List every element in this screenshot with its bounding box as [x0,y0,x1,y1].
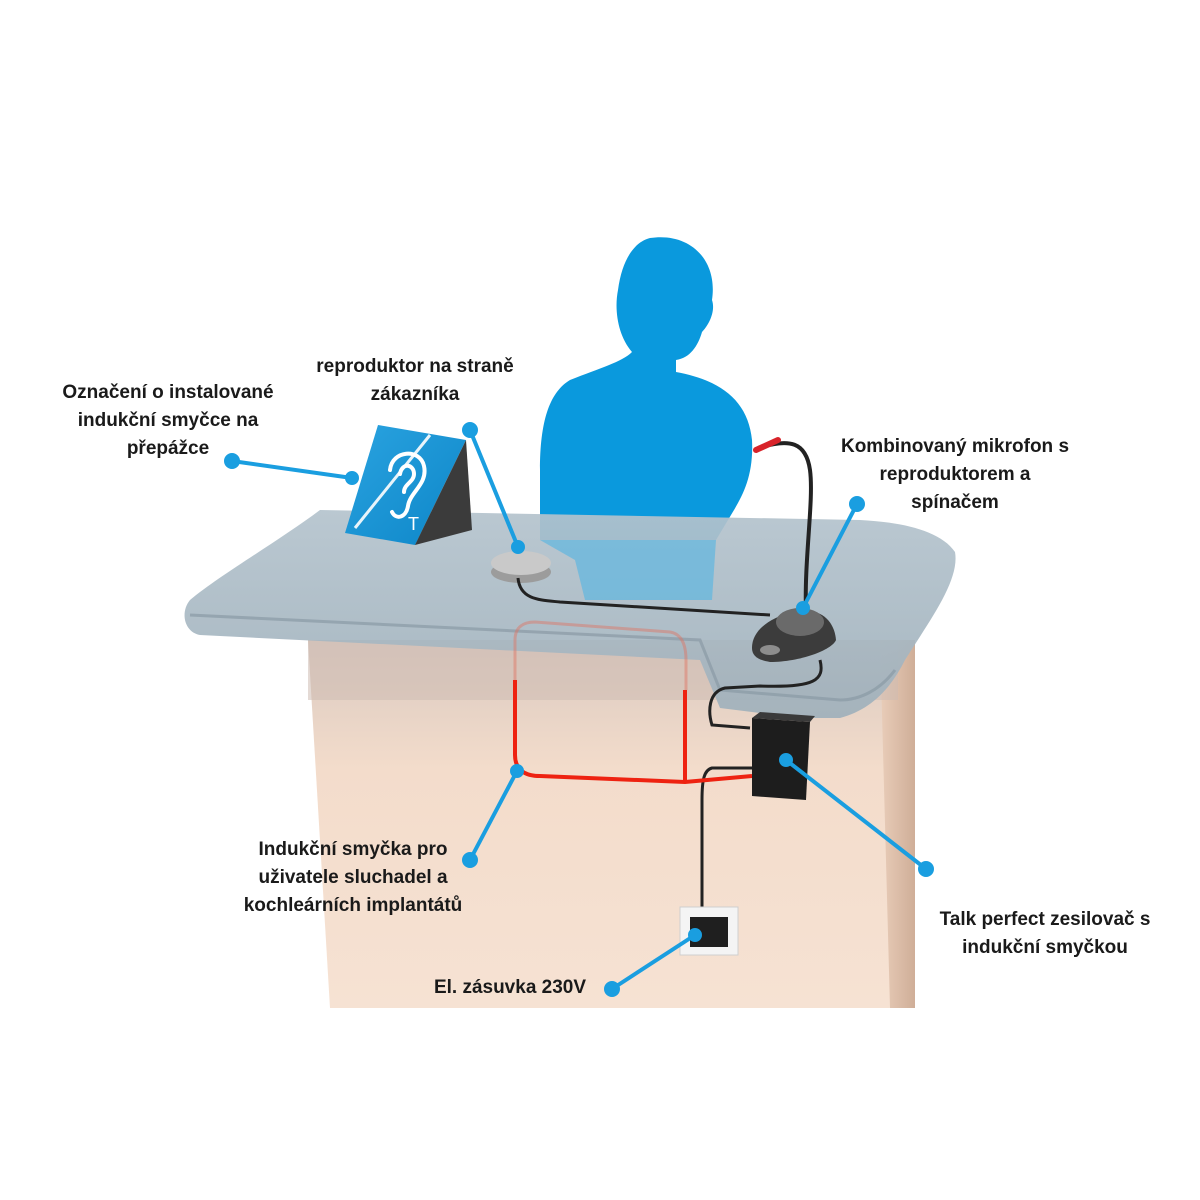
label-hearing-loop-sign: Označení o instalované indukční smyčce n… [40,379,296,463]
label-line: Kombinovaný mikrofon s [810,433,1100,461]
wall-socket [680,907,738,955]
label-line: spínačem [810,489,1100,517]
label-line: reproduktor na straně [290,353,540,381]
sign-t-letter: T [408,514,419,534]
label-line: Označení o instalované [40,379,296,407]
label-socket: El. zásuvka 230V [410,974,610,1002]
label-line: přepážce [40,435,296,463]
label-line: reproduktorem a [810,461,1100,489]
label-line: Indukční smyčka pro [213,836,493,864]
label-induction-loop: Indukční smyčka pro uživatele sluchadel … [213,836,493,920]
label-customer-speaker: reproduktor na straně zákazníka [290,353,540,409]
hearing-loop-sign: T [345,425,472,545]
label-line: kochleárních implantátů [213,892,493,920]
label-microphone: Kombinovaný mikrofon s reproduktorem a s… [810,433,1100,517]
label-line: indukční smyčkou [910,934,1180,962]
customer-speaker [491,551,551,583]
label-line: El. zásuvka 230V [410,974,610,1002]
person-silhouette [540,237,752,540]
label-amplifier: Talk perfect zesilovač s indukční smyčko… [910,906,1180,962]
label-line: zákazníka [290,381,540,409]
label-line: indukční smyčce na [40,407,296,435]
label-line: Talk perfect zesilovač s [910,906,1180,934]
label-line: uživatele sluchadel a [213,864,493,892]
